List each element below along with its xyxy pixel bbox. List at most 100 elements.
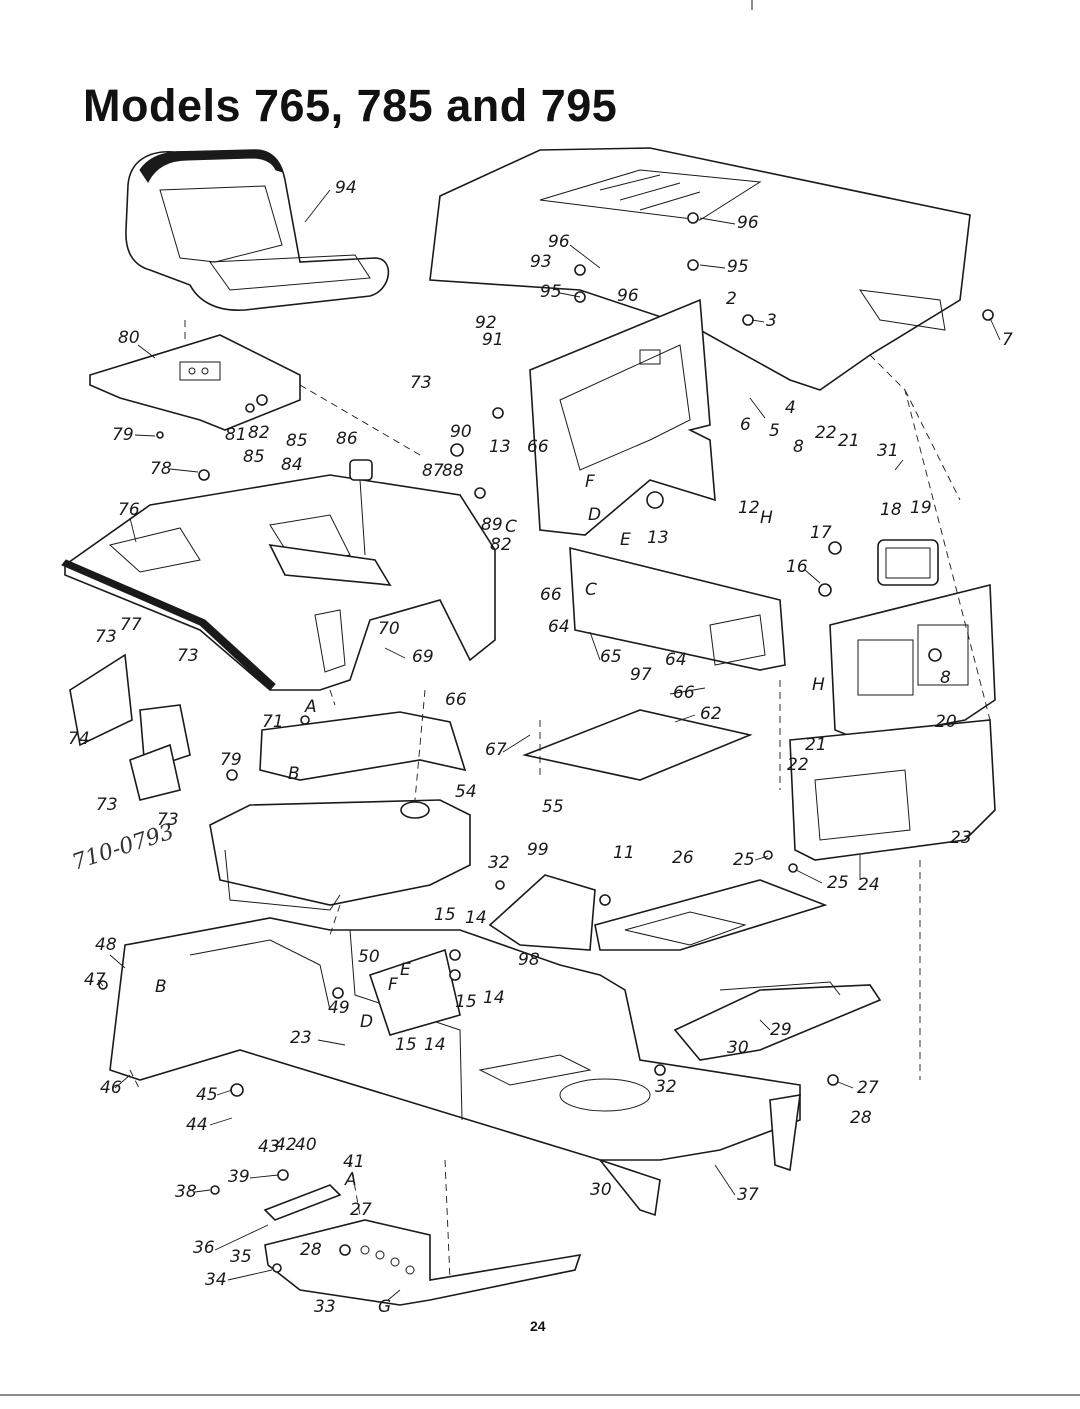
callout-66d: 66 [445,690,467,710]
callout-46: 46 [100,1078,122,1098]
callout-14a: 14 [465,908,487,928]
callout-13b: 13 [647,528,669,548]
callout-37: 36 [193,1238,215,1258]
callout-92: 92 [475,313,497,333]
axle-support-part [673,981,882,1061]
callout-73c: 73 [177,646,199,666]
callout-88: 88 [442,461,464,481]
callout-36: 35 [230,1247,252,1267]
callout-65: 65 [600,647,622,667]
callout-14c: 14 [424,1035,446,1055]
callout-13a: 13 [489,437,511,457]
assembly-leader-lines [129,320,991,1281]
callout-15a: 15 [434,905,456,925]
callout-H2: H [812,675,825,695]
callout-38: 38 [175,1182,197,1202]
seat-pan-part [89,334,301,431]
callout-99: 99 [527,840,549,860]
callout-19: 19 [910,498,932,518]
callout-leaders [97,189,1001,1301]
callout-24: 24 [858,875,880,895]
seat-part [125,149,390,311]
callout-32b: 32 [655,1077,677,1097]
callout-F1: F [585,472,595,492]
callout-39: 39 [228,1167,250,1187]
callout-73b: 73 [95,627,117,647]
callout-78: 78 [150,459,172,479]
callout-27b: 27 [350,1200,372,1220]
callout-85a: 85 [243,447,265,467]
callout-20: 20 [935,712,957,732]
callout-3: 3 [766,311,777,331]
callout-B1: B [288,764,300,784]
callout-43: 43 [258,1137,280,1157]
callout-66b: 66 [540,585,562,605]
callout-93: 93 [530,252,552,272]
callout-34: 33 [314,1297,336,1317]
callout-82a: 82 [248,423,270,443]
callout-79a: 79 [112,425,134,445]
callout-94: 94 [335,178,357,198]
callout-A1: A [304,697,317,717]
tank-bracket-part [259,711,467,781]
callout-22b: 22 [787,755,809,775]
callout-C2: C [585,580,597,600]
callout-8b: 8 [940,668,951,688]
callout-86: 86 [336,429,358,449]
callout-4: 4 [785,398,796,418]
callout-76: 76 [118,500,140,520]
callout-85b: 85 [286,431,308,451]
callout-48: 48 [95,935,117,955]
callout-F2: F [388,975,398,995]
callout-81: 81 [225,425,247,445]
callout-73d: 73 [96,795,118,815]
callout-90: 90 [450,422,472,442]
callout-33: G [378,1297,391,1317]
callout-E2: E [400,960,411,980]
callout-96c: 96 [617,286,639,306]
callout-5: 5 [769,421,780,441]
callout-14b: 14 [483,988,505,1008]
fuel-tank-part [209,799,471,911]
callout-B2: B [155,977,167,997]
callout-69: 69 [412,647,434,667]
callout-74: 74 [68,729,90,749]
page-number: 24 [530,1318,546,1334]
callout-47: 47 [84,970,106,990]
headlight-part [877,539,939,586]
callout-87: 87 [422,461,444,481]
callout-23b: 23 [290,1028,312,1048]
callout-44: 44 [186,1115,208,1135]
mount-bracket-part [368,874,596,1036]
callout-A2: A [344,1170,357,1190]
callout-6: 6 [740,415,751,435]
page-title: Models 765, 785 and 795 [83,80,618,131]
callout-12: 12 [738,498,760,518]
battery-tray-part [522,709,753,781]
callout-97: 97 [630,665,652,685]
lever-assembly-part [69,653,191,801]
callout-84: 84 [281,455,303,475]
callout-73a: 73 [410,373,432,393]
callout-28a: 28 [850,1108,872,1128]
pedal-bracket-part [263,1184,342,1221]
callout-15c: 15 [395,1035,417,1055]
foot-plate-part [264,1219,582,1306]
callout-26: 26 [672,848,694,868]
callout-70: 70 [378,619,400,639]
callout-66c: 66 [673,683,695,703]
callout-41: 41 [343,1152,365,1172]
callout-45: 45 [196,1085,218,1105]
callout-96a: 96 [737,213,759,233]
hood-part [429,147,971,391]
callout-42: 42 [275,1135,297,1155]
callout-62: 62 [700,704,722,724]
callout-82b: 82 [490,535,512,555]
callout-32a: 32 [488,853,510,873]
callout-21b: 21 [805,735,827,755]
callout-96b: 96 [548,232,570,252]
callout-22a: 22 [815,423,837,443]
callout-D1: D [588,505,601,525]
callout-25a: 25 [733,850,755,870]
